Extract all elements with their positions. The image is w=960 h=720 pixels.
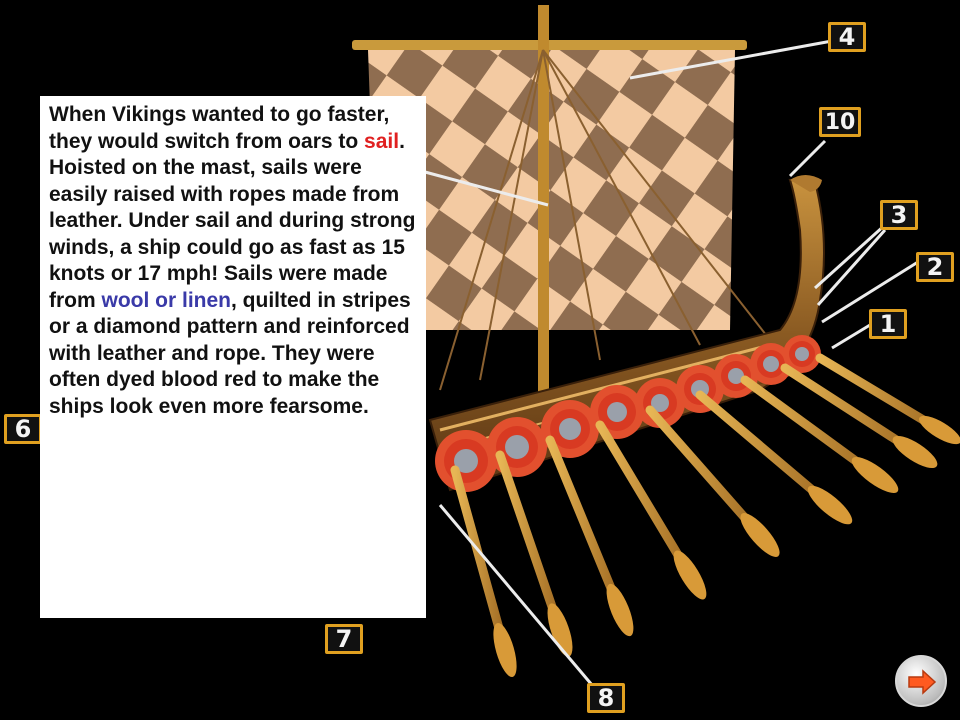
- info-text-part3: , quilted in stripes or a diamond patter…: [49, 288, 411, 418]
- next-slide-button[interactable]: [895, 655, 947, 707]
- info-text-box: When Vikings wanted to go faster, they w…: [40, 96, 426, 618]
- info-text-material-highlight: wool or linen: [101, 288, 232, 312]
- label-8: 8: [587, 683, 625, 713]
- label-3: 3: [880, 200, 918, 230]
- rigging: [439, 49, 771, 391]
- oars: [450, 353, 960, 678]
- label-6: 6: [4, 414, 42, 444]
- yard-spar: [352, 40, 747, 50]
- info-text-part2: . Hoisted on the mast, sails were easily…: [49, 129, 416, 312]
- label-10: 10: [819, 107, 861, 137]
- label-1: 1: [869, 309, 907, 339]
- mast: [538, 5, 549, 425]
- label-4: 4: [828, 22, 866, 52]
- label-7: 7: [325, 624, 363, 654]
- info-text-part1: When Vikings wanted to go faster, they w…: [49, 103, 390, 153]
- right-arrow-icon: [908, 669, 937, 695]
- pointer-lines: [424, 39, 919, 686]
- label-2: 2: [916, 252, 954, 282]
- info-text-sail-highlight: sail: [364, 129, 400, 153]
- sail: [368, 50, 735, 330]
